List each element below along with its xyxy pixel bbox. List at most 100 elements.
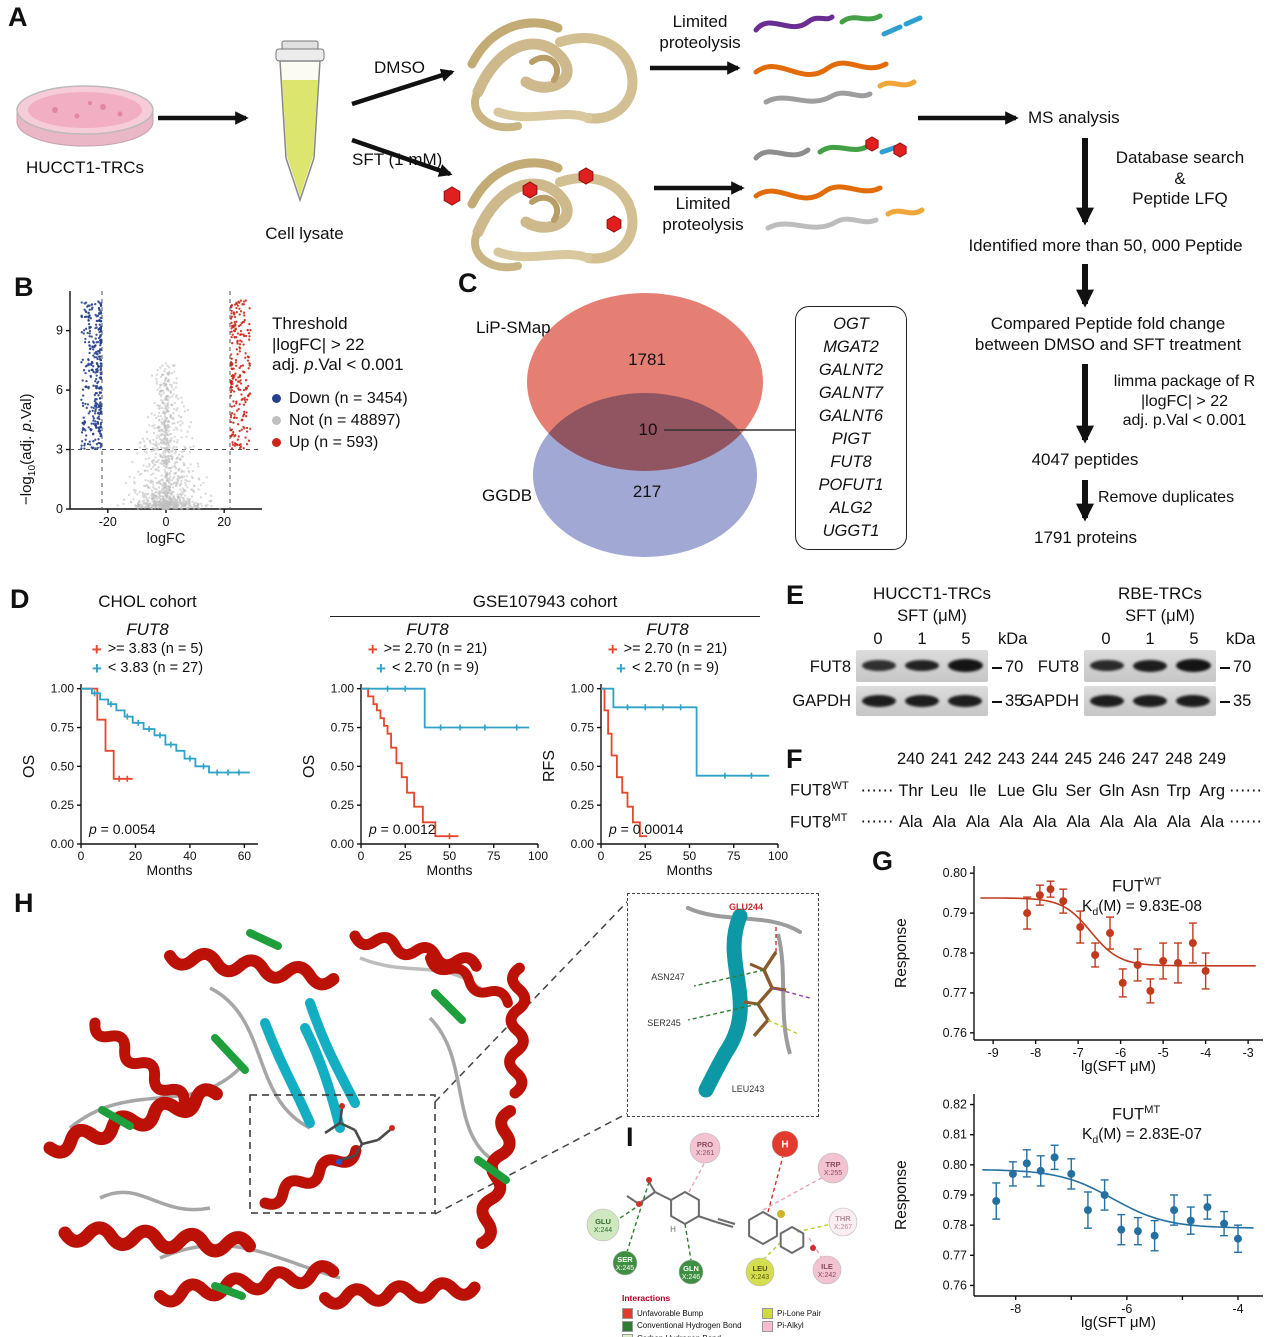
svg-text:Months: Months [667, 862, 713, 878]
km-legend-item: +< 2.70 (n = 9) [616, 659, 719, 678]
svg-text:H: H [781, 1140, 788, 1151]
svg-text:100: 100 [768, 849, 788, 863]
svg-text:75: 75 [487, 849, 501, 863]
svg-text:0.77: 0.77 [943, 1248, 967, 1262]
svg-text:0.78: 0.78 [943, 1218, 967, 1232]
svg-text:GLN: GLN [683, 1264, 699, 1273]
peptide-fragments-sft [753, 143, 925, 231]
svg-text:0.78: 0.78 [943, 946, 967, 960]
svg-text:Months: Months [147, 862, 193, 878]
svg-text:p = 0.0054: p = 0.0054 [88, 821, 156, 837]
svg-text:-6: -6 [1121, 1302, 1132, 1316]
blot1-kda-label: kDa [998, 630, 1028, 648]
km3-gene-title: FUT8 [646, 620, 689, 639]
svg-text:Months: Months [427, 862, 473, 878]
km-legend-item: +>= 2.70 (n = 21) [607, 640, 728, 659]
venn-set2-count: 217 [632, 482, 662, 501]
svg-text:100: 100 [528, 849, 548, 863]
svg-text:0.80: 0.80 [943, 866, 967, 880]
venn-set2-label: GGDB [482, 486, 533, 505]
panel-label-f: F [786, 744, 803, 774]
svg-text:9: 9 [56, 324, 63, 338]
sft-hexagon-icon [522, 181, 538, 199]
svg-text:20: 20 [217, 515, 231, 529]
gene-item: PIGT [831, 430, 871, 448]
blot2-sft-label: SFT (μM) [1125, 607, 1195, 625]
svg-text:0: 0 [78, 849, 85, 863]
dose1-kd: Kd(M) = 9.83E-08 [1082, 898, 1203, 919]
ms-analysis-label: MS analysis [1028, 108, 1120, 127]
venn-set1-label: LiP-SMap [476, 318, 551, 337]
ligand-interaction-diagram: HPROX:261TRPX:255THRX:267ILEX:242LEUX:24… [586, 1130, 858, 1287]
km1-ylabel: OS [21, 754, 38, 778]
panel-label-c: C [458, 268, 478, 298]
sft-hexagon-icon [578, 167, 594, 185]
svg-text:40: 40 [183, 849, 197, 863]
svg-text:X:242: X:242 [818, 1272, 836, 1279]
petri-dish-icon [16, 85, 154, 147]
svg-text:-7: -7 [1073, 1046, 1084, 1060]
km-legend-item: +>= 2.70 (n = 21) [367, 640, 488, 659]
svg-text:GLU: GLU [595, 1217, 611, 1226]
svg-text:X:255: X:255 [824, 1170, 842, 1177]
svg-text:X:267: X:267 [834, 1224, 852, 1231]
panel-label-h: H [14, 888, 34, 918]
svg-text:0.75: 0.75 [571, 720, 595, 734]
chol-cohort-title: CHOL cohort [98, 592, 197, 611]
dose2-kd: Kd(M) = 2.83E-07 [1082, 1126, 1203, 1147]
volcano-legend: Threshold |logFC| > 22 adj. p.Val < 0.00… [272, 314, 408, 454]
volcano-legend-item: Down (n = 3454) [272, 388, 408, 410]
gene-item: POFUT1 [818, 476, 884, 495]
km2-gene-title: FUT8 [406, 620, 449, 639]
gene-item: GALNT6 [818, 406, 884, 425]
svg-text:-9: -9 [988, 1046, 999, 1060]
svg-text:0.82: 0.82 [943, 1098, 967, 1112]
process-arrows [158, 61, 1019, 195]
svg-text:0: 0 [598, 849, 605, 863]
svg-text:TRP: TRP [826, 1160, 841, 1169]
svg-text:3: 3 [56, 443, 63, 457]
svg-text:X:261: X:261 [696, 1150, 714, 1157]
svg-text:0.76: 0.76 [943, 1278, 967, 1292]
proteins-count-label: 1791 proteins [1033, 528, 1138, 547]
svg-text:0.00: 0.00 [51, 837, 75, 851]
swatch-unfavorable-bump [622, 1308, 633, 1320]
venn-overlap-count: 10 [638, 420, 658, 439]
svg-text:PRO: PRO [697, 1140, 713, 1149]
peptide-fragments-dmso [753, 13, 923, 105]
svg-text:1.00: 1.00 [51, 682, 75, 696]
svg-text:logFC: logFC [147, 531, 186, 547]
gene-item: FUT8 [830, 453, 872, 472]
svg-text:-8: -8 [1030, 1046, 1041, 1060]
svg-text:0: 0 [56, 502, 63, 516]
blot2-fut8-strip [1084, 650, 1216, 682]
svg-text:0.79: 0.79 [943, 906, 967, 920]
peptides-count-label: 4047 peptides [1031, 450, 1139, 469]
volcano-legend-item: Not (n = 48897) [272, 410, 408, 432]
blot1-fut8-strip [856, 650, 988, 682]
svg-text:0.50: 0.50 [331, 759, 355, 773]
svg-text:6: 6 [56, 383, 63, 397]
blot2-title: RBE-TRCs [1117, 584, 1203, 603]
interaction-legend-title: Interactions [622, 1293, 671, 1303]
svg-text:p = 0.00014: p = 0.00014 [608, 821, 684, 837]
svg-text:0: 0 [358, 849, 365, 863]
blot2-kda-label: kDa [1226, 630, 1256, 648]
volcano-ylabel: −log10(adj. p.Val) [18, 393, 38, 505]
blot2-gapdh-weight: 35 [1220, 691, 1251, 711]
remove-duplicates-label: Remove duplicates [1098, 489, 1235, 506]
svg-text:GLU244: GLU244 [729, 902, 763, 912]
svg-text:ILE: ILE [821, 1262, 833, 1271]
km1-legend: +>= 3.83 (n = 5)+< 3.83 (n = 27) [35, 640, 260, 678]
svg-text:0.00: 0.00 [571, 837, 595, 851]
svg-text:25: 25 [399, 849, 413, 863]
svg-text:0.76: 0.76 [943, 1026, 967, 1040]
